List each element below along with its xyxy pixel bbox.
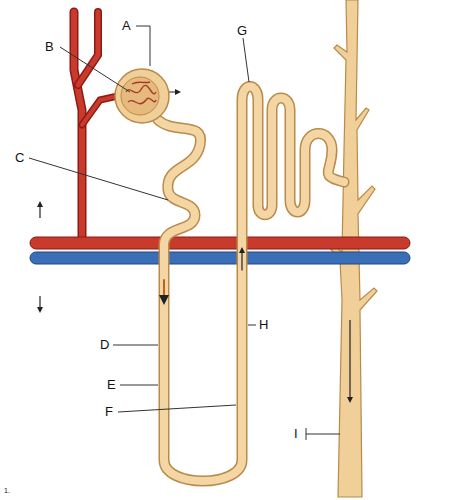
glomerular-capsule <box>115 69 169 123</box>
part-letter: I <box>293 427 299 441</box>
artery-branches <box>74 12 118 240</box>
part-letter: G <box>236 24 248 38</box>
direction-arrows <box>40 204 41 310</box>
renal-tubule <box>158 87 344 482</box>
part-letter: H <box>258 318 269 332</box>
part-letter: A <box>121 19 132 33</box>
figure-number: 1. <box>3 487 11 495</box>
leader-lines <box>29 26 340 440</box>
part-letter: E <box>106 378 117 392</box>
part-letter: C <box>14 151 25 165</box>
part-letter: B <box>44 40 55 54</box>
part-letter: F <box>104 405 114 419</box>
blood-vessels <box>30 237 410 264</box>
part-letter: D <box>99 338 110 352</box>
